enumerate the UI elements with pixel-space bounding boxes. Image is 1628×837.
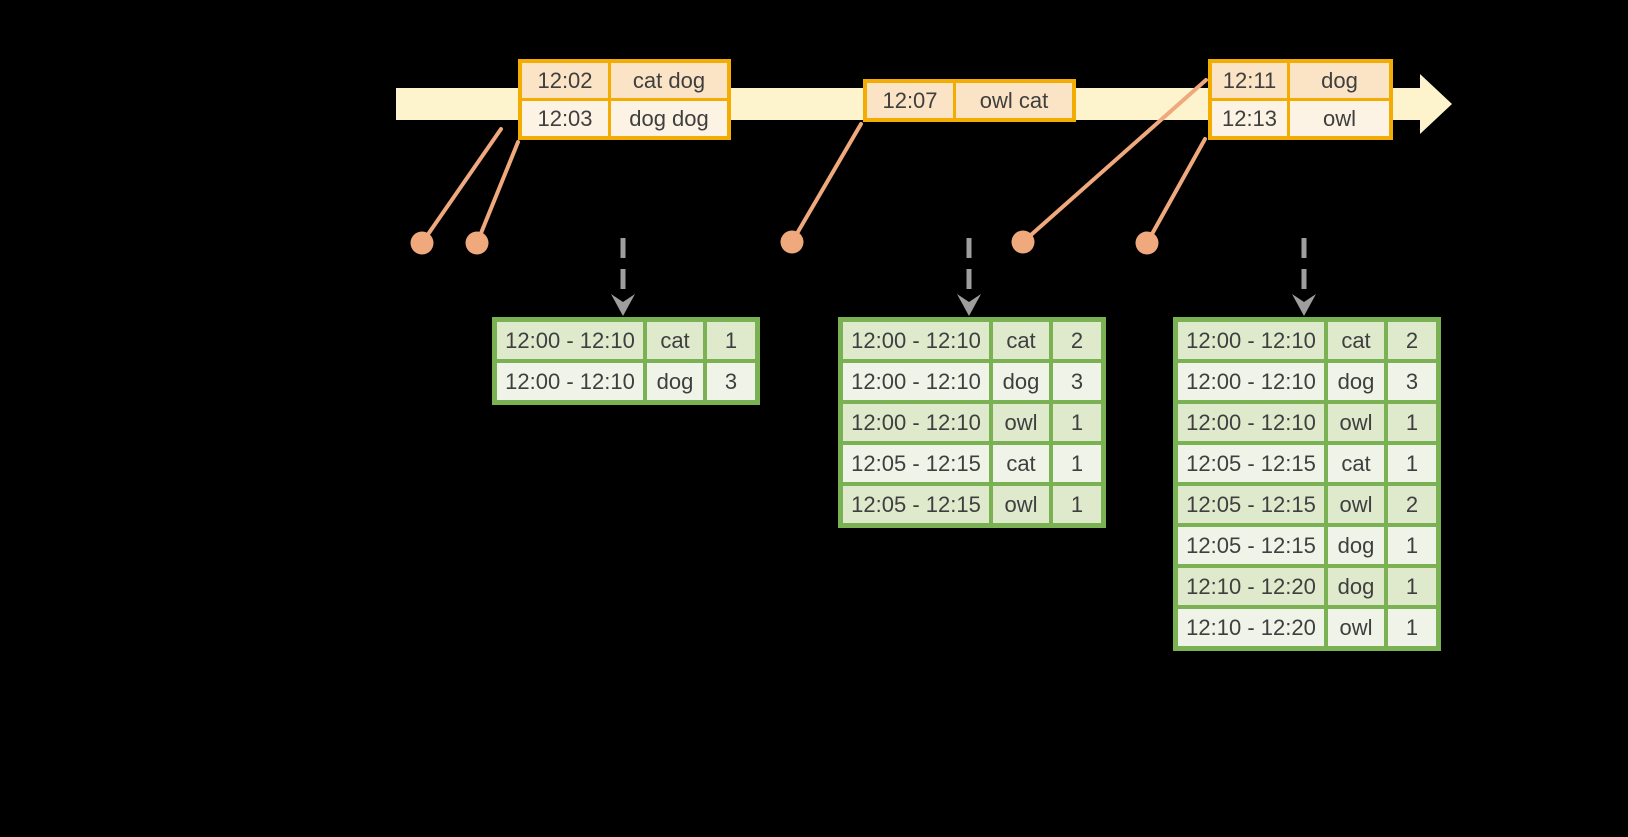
count-cell: 1 [1384,400,1441,445]
event-table-1: 12:02 cat dog 12:03 dog dog [518,59,731,140]
event-time-cell: 12:03 [518,98,611,140]
count-cell: 3 [1384,359,1441,404]
count-cell: 1 [1384,564,1441,609]
event-time-cell: 12:13 [1208,98,1290,140]
window-cell: 12:10 - 12:20 [1173,564,1328,609]
dashed-arrow-icon [1292,238,1316,316]
connector-line [1021,78,1208,244]
result-row: 12:00 - 12:10 cat 1 [492,317,760,363]
result-row: 12:05 - 12:15 dog 1 [1173,523,1441,568]
event-row: 12:03 dog dog [518,98,731,140]
count-cell: 2 [1384,317,1441,363]
window-cell: 12:00 - 12:10 [492,317,647,363]
window-cell: 12:00 - 12:10 [838,359,993,404]
event-table-3: 12:11 dog 12:13 owl [1208,59,1393,140]
word-cell: cat [1324,441,1388,486]
result-row: 12:00 - 12:10 owl 1 [838,400,1106,445]
connector-line [420,127,503,245]
count-cell: 3 [1049,359,1106,404]
count-cell: 1 [1384,523,1441,568]
word-cell: dog [1324,523,1388,568]
event-dot [410,231,434,255]
event-time-cell: 12:02 [518,59,611,101]
event-row: 12:07 owl cat [863,79,1076,122]
connector-line [790,122,863,244]
window-cell: 12:00 - 12:10 [1173,400,1328,445]
event-words-cell: cat dog [608,59,731,101]
count-cell: 2 [1049,317,1106,363]
event-words-cell: owl [1287,98,1393,140]
count-cell: 1 [1049,482,1106,528]
word-cell: owl [1324,605,1388,651]
result-table-3: 12:00 - 12:10 cat 2 12:00 - 12:10 dog 3 … [1173,317,1441,651]
event-dot [780,230,804,254]
result-row: 12:00 - 12:10 dog 3 [1173,359,1441,404]
event-time-cell: 12:07 [863,79,956,122]
window-cell: 12:05 - 12:15 [1173,441,1328,486]
word-cell: cat [989,317,1053,363]
count-cell: 1 [1049,441,1106,486]
event-dot [1135,231,1159,255]
count-cell: 2 [1384,482,1441,527]
event-row: 12:02 cat dog [518,59,731,101]
result-row: 12:05 - 12:15 cat 1 [838,441,1106,486]
result-row: 12:10 - 12:20 owl 1 [1173,605,1441,651]
window-cell: 12:05 - 12:15 [1173,482,1328,527]
connector-line [475,140,520,245]
count-cell: 1 [1384,441,1441,486]
word-cell: dog [643,359,707,405]
word-cell: owl [1324,400,1388,445]
event-table-2: 12:07 owl cat [863,79,1076,122]
result-row: 12:00 - 12:10 dog 3 [838,359,1106,404]
count-cell: 3 [703,359,760,405]
count-cell: 1 [703,317,760,363]
event-words-cell: owl cat [953,79,1076,122]
result-row: 12:00 - 12:10 cat 2 [1173,317,1441,363]
event-words-cell: dog [1287,59,1393,101]
event-time-cell: 12:11 [1208,59,1290,101]
window-cell: 12:00 - 12:10 [838,400,993,445]
window-cell: 12:05 - 12:15 [838,441,993,486]
count-cell: 1 [1384,605,1441,651]
count-cell: 1 [1049,400,1106,445]
window-cell: 12:00 - 12:10 [1173,359,1328,404]
word-cell: owl [989,482,1053,528]
result-table-2: 12:00 - 12:10 cat 2 12:00 - 12:10 dog 3 … [838,317,1106,528]
event-dot [465,231,489,255]
word-cell: cat [643,317,707,363]
result-row: 12:00 - 12:10 owl 1 [1173,400,1441,445]
result-row: 12:05 - 12:15 cat 1 [1173,441,1441,486]
event-dot [1011,230,1035,254]
window-cell: 12:10 - 12:20 [1173,605,1328,651]
word-cell: dog [989,359,1053,404]
window-cell: 12:00 - 12:10 [492,359,647,405]
event-row: 12:13 owl [1208,98,1393,140]
result-row: 12:00 - 12:10 cat 2 [838,317,1106,363]
word-cell: owl [989,400,1053,445]
result-table-1: 12:00 - 12:10 cat 1 12:00 - 12:10 dog 3 [492,317,760,405]
event-row: 12:11 dog [1208,59,1393,101]
dashed-arrow-icon [957,238,981,316]
window-cell: 12:05 - 12:15 [838,482,993,528]
result-row: 12:10 - 12:20 dog 1 [1173,564,1441,609]
result-row: 12:05 - 12:15 owl 1 [838,482,1106,528]
dashed-arrow-icon [611,238,635,316]
result-row: 12:05 - 12:15 owl 2 [1173,482,1441,527]
connector-line [1145,137,1207,245]
window-cell: 12:00 - 12:10 [1173,317,1328,363]
event-words-cell: dog dog [608,98,731,140]
window-cell: 12:05 - 12:15 [1173,523,1328,568]
word-cell: cat [1324,317,1388,363]
word-cell: owl [1324,482,1388,527]
window-cell: 12:00 - 12:10 [838,317,993,363]
result-row: 12:00 - 12:10 dog 3 [492,359,760,405]
word-cell: dog [1324,564,1388,609]
word-cell: dog [1324,359,1388,404]
word-cell: cat [989,441,1053,486]
